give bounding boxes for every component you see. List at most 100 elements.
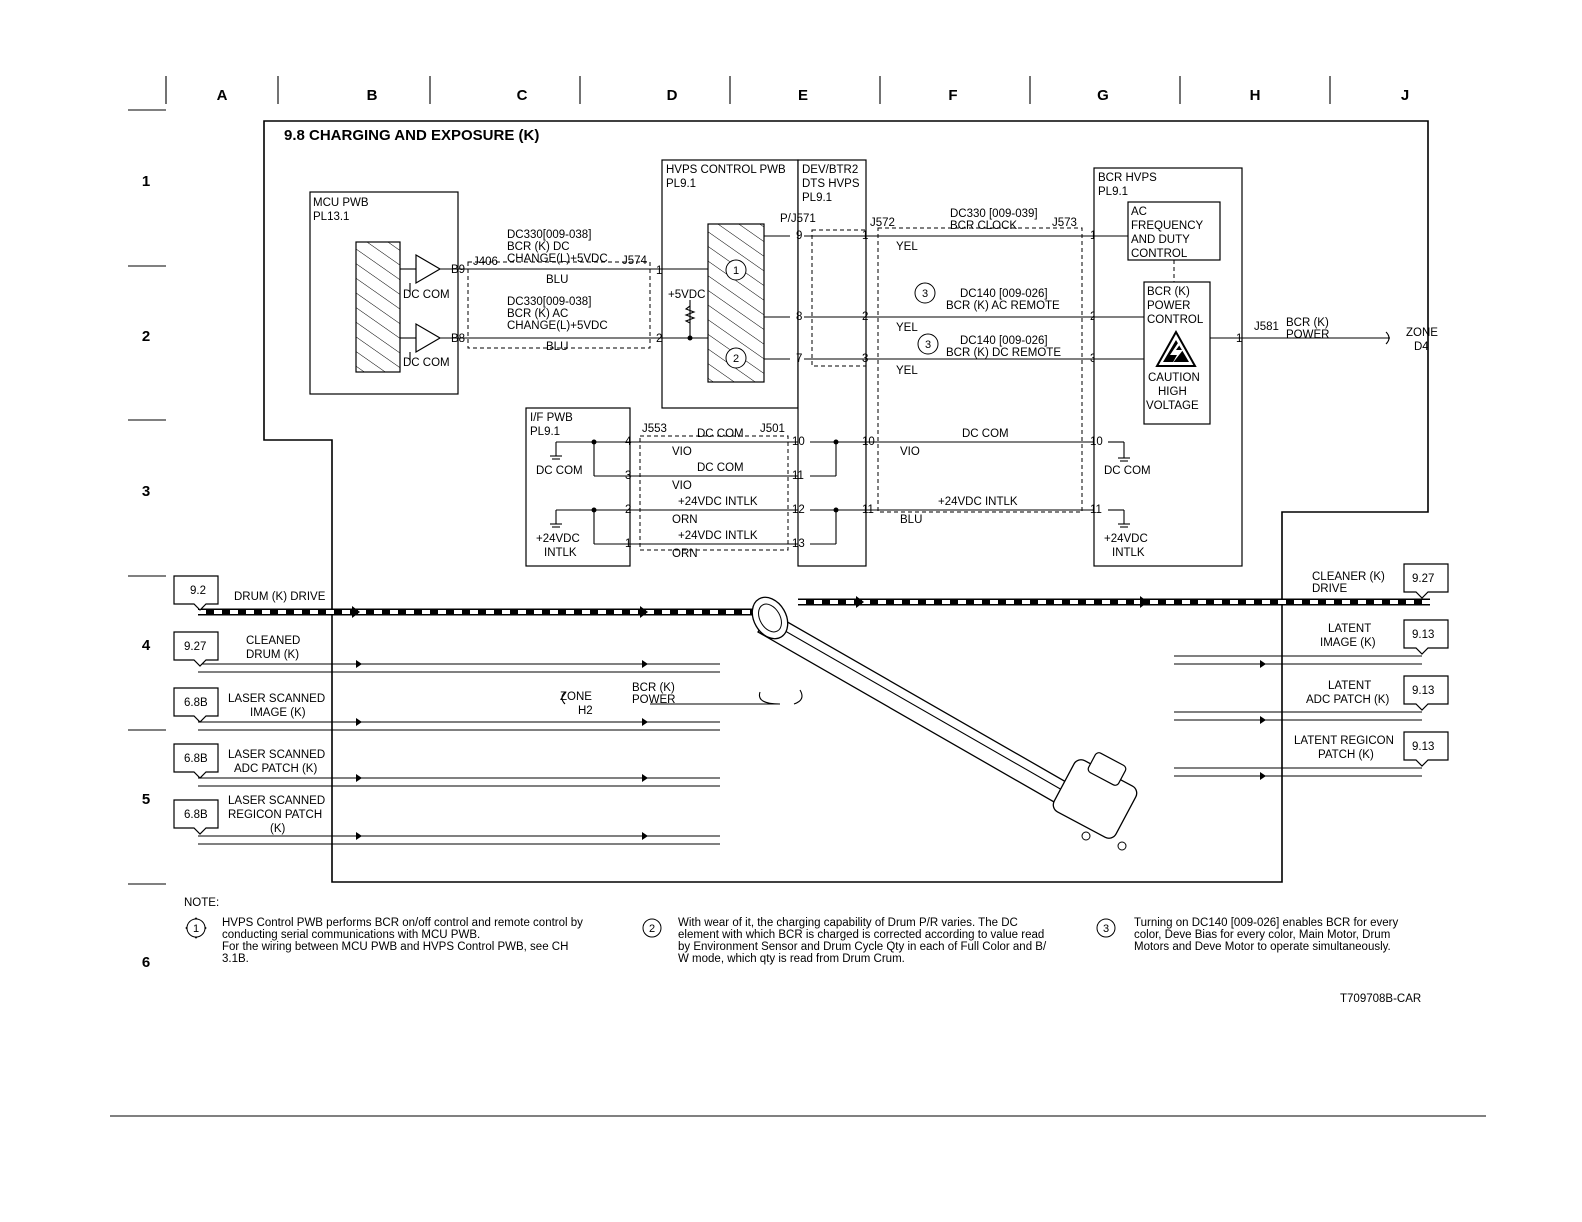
signal-line: BCR (K) AC [507,308,568,320]
bcr-power-line: BCR (K) [1286,317,1329,329]
column-label: B [367,87,378,104]
mcu-dccom-2: DC COM [403,357,450,369]
pin-number: 1 [862,230,868,242]
signal-line: DC140 [009-026] [960,288,1048,300]
signal-line: DC330[009-038] [507,229,591,241]
dev-ref: PL9.1 [802,192,832,204]
mcu-pwb-block: MCU PWB PL13.1 DC COM DC COM B9 B8 [309,191,465,395]
column-label: D [667,87,678,104]
signal-line: CHANGE(L)+5VDC [507,253,608,265]
if-v24: INTLK [544,547,577,559]
zone-line: D4 [1414,341,1429,353]
if-dccom: DC COM [536,465,583,477]
pin-number: 11 [792,470,804,482]
connector-label: J573 [1052,217,1077,229]
connector-label: P/J571 [780,213,816,225]
note-line: by Environment Sensor and Drum Cycle Qty… [678,941,1047,953]
pin-number: 3 [1090,353,1096,365]
note-marker: 3 [922,288,928,300]
if-ref: PL9.1 [530,426,560,438]
flow-ref: 9.27 [184,641,206,653]
zone-line: ZONE [1406,327,1438,339]
flow-label: (K) [270,823,286,835]
signal-v24: +24VDC INTLK [678,496,758,508]
flow-ref: 6.8B [184,697,208,709]
note-line: conducting serial communications with MC… [222,929,480,941]
row-label: 6 [142,954,150,971]
pin-number: 7 [796,353,802,365]
wire-color: ORN [672,548,698,560]
flow-label: LATENT [1328,680,1371,692]
flow-label: IMAGE (K) [1320,637,1376,649]
if-pwb-block: I/F PWB PL9.1 DC COM +24VDC INTLK 4 3 2 … [525,407,632,567]
connector-label: J572 [870,217,895,229]
caution-line: HIGH [1158,386,1187,398]
j406-wiring: J406 DC330[009-038] BCR (K) DC CHANGE(L)… [458,229,662,353]
note-line: For the wiring between MCU PWB and HVPS … [222,941,568,953]
hvps-control-pwb-block: HVPS CONTROL PWB PL9.1 1 2 +5VDC [661,159,799,409]
signal-line: DC330 [009-039] [950,208,1038,220]
note-marker: 2 [733,353,739,365]
caution-line: CAUTION [1148,372,1200,384]
column-label: C [517,87,528,104]
column-label: H [1250,87,1261,104]
right-flow-refs: 9.27 CLEANER (K) DRIVE 9.13 LATENT IMAGE… [1294,563,1449,767]
signal-line: DC140 [009-026] [960,335,1048,347]
caution-line: VOLTAGE [1146,400,1199,412]
note-line: Turning on DC140 [009-026] enables BCR f… [1134,917,1398,929]
power-box-line: POWER [1147,300,1190,312]
row-label: 1 [142,173,150,190]
flow-label: ADC PATCH (K) [234,763,317,775]
hvps-ref: PL9.1 [666,178,696,190]
signal-dccom: DC COM [697,462,744,474]
dccom-r: DC COM [1104,465,1151,477]
zone-h2-line: ZONE [560,691,592,703]
plus5-label: +5VDC [668,289,705,301]
note-line: Motors and Deve Motor to operate simulta… [1134,941,1391,953]
pin-number: 2 [862,311,868,323]
pin-number: 3 [862,353,868,365]
pin-label: B9 [451,264,465,276]
flow-label: PATCH (K) [1318,749,1374,761]
pin-number: 1 [656,265,662,277]
flow-ref: 9.13 [1412,741,1434,753]
ac-box-line: CONTROL [1131,248,1188,260]
wire-color: YEL [896,322,918,334]
connector-label: J581 [1254,321,1279,333]
flow-label: LATENT REGICON [1294,735,1394,747]
bcr-signal-wiring: J572 J573 1 2 3 DC330 [009-039] BCR CLOC… [862,208,1096,513]
pin-number: 8 [796,311,802,323]
drum-illustration [751,596,1138,851]
wire-color: ORN [672,514,698,526]
connector-label: J501 [760,423,785,435]
flow-label: REGICON PATCH [228,809,322,821]
note-line: element with which BCR is charged is cor… [678,929,1044,941]
signal-line: BCR (K) DC REMOTE [946,347,1061,359]
pin-number: 2 [656,333,662,345]
column-label: G [1097,87,1109,104]
wire-color: BLU [546,341,568,353]
flow-label: CLEANER (K) [1312,571,1385,583]
flow-label: CLEANED [246,635,300,647]
column-header: A B C D E F G H J [165,76,1409,104]
pin-number: 4 [625,436,632,448]
bcr-power-left: BCR (K) [632,682,675,694]
wire-color: VIO [672,446,692,458]
wire-color: YEL [896,365,918,377]
connector-label: J574 [622,255,648,267]
v24-r-line: INTLK [1112,547,1145,559]
flow-label: DRIVE [1312,583,1347,595]
note-line: 3.1B. [222,953,249,965]
signal-v24: +24VDC INTLK [938,496,1018,508]
signal-v24: +24VDC INTLK [678,530,758,542]
row-label: 3 [142,483,150,500]
pin-number: 1 [1236,333,1242,345]
bcr-hvps-ref: PL9.1 [1098,186,1128,198]
mcu-name: MCU PWB [313,197,369,209]
diagram-frame [263,120,1429,883]
signal-line: BCR (K) DC [507,241,570,253]
note-marker: 1 [193,923,199,935]
signal-line: BCR CLOCK [950,220,1017,232]
note-line: With wear of it, the charging capability… [678,917,1018,929]
signal-dccom: DC COM [697,428,744,440]
